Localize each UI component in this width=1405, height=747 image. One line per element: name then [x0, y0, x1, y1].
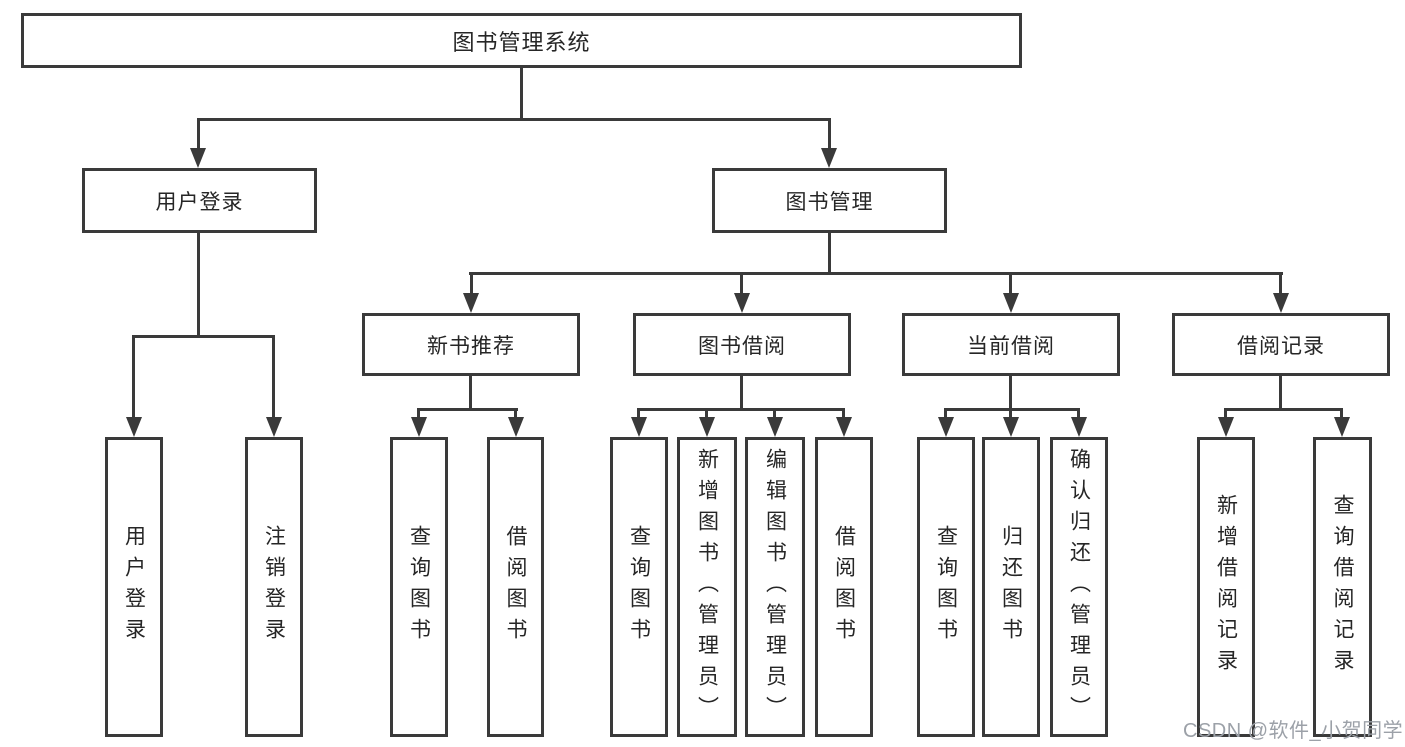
- leaf-return-books: 归还图书: [982, 437, 1040, 737]
- connector-drop-borrow-records: [1279, 272, 1282, 295]
- connector-root-stem: [520, 68, 523, 118]
- connector-drop-query-borrow-record: [1340, 408, 1343, 419]
- arrowhead-add-borrow-record-icon: [1218, 417, 1234, 437]
- connector-drop-book-borrow: [740, 272, 743, 295]
- leaf-query-books-borrow: 查询图书: [610, 437, 668, 737]
- node-book-management-label: 图书管理: [785, 190, 874, 214]
- arrowhead-leaf-user-login-icon: [126, 417, 142, 437]
- leaf-query-books-recommend: 查询图书: [390, 437, 448, 737]
- connector-drop-book-management: [828, 118, 831, 150]
- leaf-borrow-books-recommend: 借阅图书: [487, 437, 544, 737]
- leaf-borrow-books-label: 借阅图书: [832, 525, 856, 649]
- leaf-query-books-current: 查询图书: [917, 437, 975, 737]
- connector-drop-add-books: [705, 408, 708, 419]
- connector-drop-query-books-2: [637, 408, 640, 419]
- leaf-add-borrow-record: 新增借阅记录: [1197, 437, 1255, 737]
- arrowhead-return-books-icon: [1003, 417, 1019, 437]
- arrowhead-borrow-books-2-icon: [836, 417, 852, 437]
- connector-user-login-stem: [197, 233, 200, 335]
- connector-borrow-records-bus: [1224, 408, 1343, 411]
- connector-book-management-stem: [828, 233, 831, 272]
- leaf-return-books-label: 归还图书: [999, 525, 1023, 649]
- connector-new-book-recommend-stem: [469, 376, 472, 408]
- arrowhead-book-borrow-icon: [734, 293, 750, 313]
- csdn-watermark: CSDN @软件_小贺同学: [1183, 720, 1404, 742]
- connector-drop-leaf-logout: [272, 335, 275, 419]
- connector-drop-user-login: [197, 118, 200, 150]
- leaf-user-login: 用户登录: [105, 437, 163, 737]
- arrowhead-current-borrow-icon: [1003, 293, 1019, 313]
- node-library-system: 图书管理系统: [21, 13, 1022, 68]
- connector-drop-return-books: [1009, 408, 1012, 419]
- arrowhead-add-books-icon: [699, 417, 715, 437]
- leaf-query-books-borrow-label: 查询图书: [627, 525, 651, 649]
- connector-drop-leaf-user-login: [132, 335, 135, 419]
- connector-drop-confirm-return: [1077, 408, 1080, 419]
- connector-current-borrow-stem: [1009, 376, 1012, 408]
- arrowhead-borrow-books-1-icon: [508, 417, 524, 437]
- arrowhead-book-management-icon: [821, 148, 837, 168]
- node-user-login: 用户登录: [82, 168, 317, 233]
- arrowhead-query-books-3-icon: [938, 417, 954, 437]
- node-new-book-recommend: 新书推荐: [362, 313, 580, 376]
- arrowhead-query-borrow-record-icon: [1334, 417, 1350, 437]
- connector-drop-query-books-1: [417, 408, 420, 419]
- connector-borrow-records-stem: [1279, 376, 1282, 408]
- connector-drop-current-borrow: [1009, 272, 1012, 295]
- node-user-login-label: 用户登录: [155, 190, 244, 214]
- arrowhead-new-book-recommend-icon: [463, 293, 479, 313]
- connector-user-login-bus: [132, 335, 275, 338]
- leaf-add-borrow-record-label: 新增借阅记录: [1214, 494, 1238, 680]
- arrowhead-user-login-icon: [190, 148, 206, 168]
- leaf-query-borrow-record: 查询借阅记录: [1313, 437, 1372, 737]
- connector-drop-borrow-books-1: [514, 408, 517, 419]
- leaf-logout-label: 注销登录: [262, 525, 286, 649]
- node-current-borrow: 当前借阅: [902, 313, 1120, 376]
- leaf-logout: 注销登录: [245, 437, 303, 737]
- arrowhead-borrow-records-icon: [1273, 293, 1289, 313]
- leaf-query-books-current-label: 查询图书: [934, 525, 958, 649]
- connector-book-borrow-bus: [637, 408, 845, 411]
- leaf-edit-books-admin-label: 编辑图书（管理员）: [763, 447, 787, 727]
- leaf-borrow-books-recommend-label: 借阅图书: [504, 525, 527, 649]
- node-borrow-records-label: 借阅记录: [1237, 334, 1325, 358]
- node-new-book-recommend-label: 新书推荐: [427, 334, 515, 358]
- connector-drop-borrow-books-2: [842, 408, 845, 419]
- connector-new-book-recommend-bus: [417, 408, 518, 411]
- node-library-system-label: 图书管理系统: [452, 29, 591, 55]
- connector-drop-new-book-recommend: [470, 272, 473, 295]
- connector-book-borrow-stem: [740, 376, 743, 408]
- leaf-query-books-recommend-label: 查询图书: [407, 525, 431, 649]
- arrowhead-confirm-return-icon: [1071, 417, 1087, 437]
- leaf-query-borrow-record-label: 查询借阅记录: [1331, 494, 1354, 680]
- leaf-confirm-return-admin-label: 确认归还（管理员）: [1067, 447, 1091, 727]
- leaf-add-books-admin: 新增图书（管理员）: [677, 437, 737, 737]
- connector-book-management-bus: [469, 272, 1283, 275]
- leaf-borrow-books: 借阅图书: [815, 437, 873, 737]
- arrowhead-leaf-logout-icon: [266, 417, 282, 437]
- arrowhead-query-books-1-icon: [411, 417, 427, 437]
- leaf-edit-books-admin: 编辑图书（管理员）: [745, 437, 805, 737]
- connector-drop-query-books-3: [944, 408, 947, 419]
- arrowhead-edit-books-icon: [767, 417, 783, 437]
- arrowhead-query-books-2-icon: [631, 417, 647, 437]
- connector-drop-edit-books: [773, 408, 776, 419]
- connector-current-borrow-bus: [944, 408, 1080, 411]
- connector-root-bus: [197, 118, 831, 121]
- connector-drop-add-borrow-record: [1224, 408, 1227, 419]
- node-book-borrow-label: 图书借阅: [698, 334, 786, 358]
- leaf-confirm-return-admin: 确认归还（管理员）: [1050, 437, 1108, 737]
- node-book-borrow: 图书借阅: [633, 313, 851, 376]
- node-book-management: 图书管理: [712, 168, 947, 233]
- node-borrow-records: 借阅记录: [1172, 313, 1390, 376]
- leaf-user-login-label: 用户登录: [122, 525, 146, 649]
- node-current-borrow-label: 当前借阅: [967, 334, 1055, 358]
- leaf-add-books-admin-label: 新增图书（管理员）: [695, 447, 719, 727]
